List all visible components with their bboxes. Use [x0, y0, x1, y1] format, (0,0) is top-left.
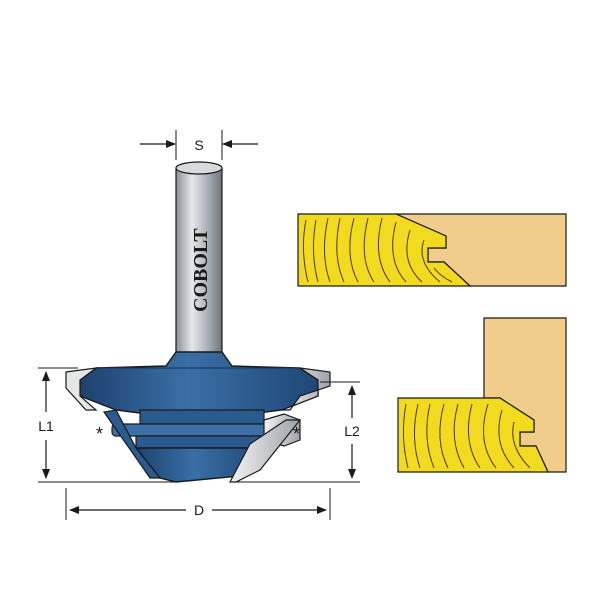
dimension-l2: L2	[232, 381, 360, 483]
cutter-body	[65, 351, 331, 415]
dimension-label-l2: L2	[344, 423, 360, 439]
dimension-d: D	[65, 488, 331, 520]
dimension-s: S	[140, 130, 258, 160]
joint-illustration-flat	[297, 213, 567, 287]
bearing-marker-right: *	[293, 424, 300, 444]
dimension-l1: L1	[38, 367, 175, 483]
lower-cone	[102, 409, 302, 483]
brand-logo-text: COBOLT	[190, 228, 212, 312]
bearing-marker-left: *	[96, 424, 103, 444]
shank: COBOLT	[175, 161, 223, 361]
router-bit: COBOLT * *	[65, 161, 331, 483]
joint-illustration-corner	[397, 317, 567, 473]
dimension-label-s: S	[194, 137, 203, 153]
dimension-label-d: D	[194, 502, 204, 518]
dimension-label-l1: L1	[38, 418, 54, 434]
